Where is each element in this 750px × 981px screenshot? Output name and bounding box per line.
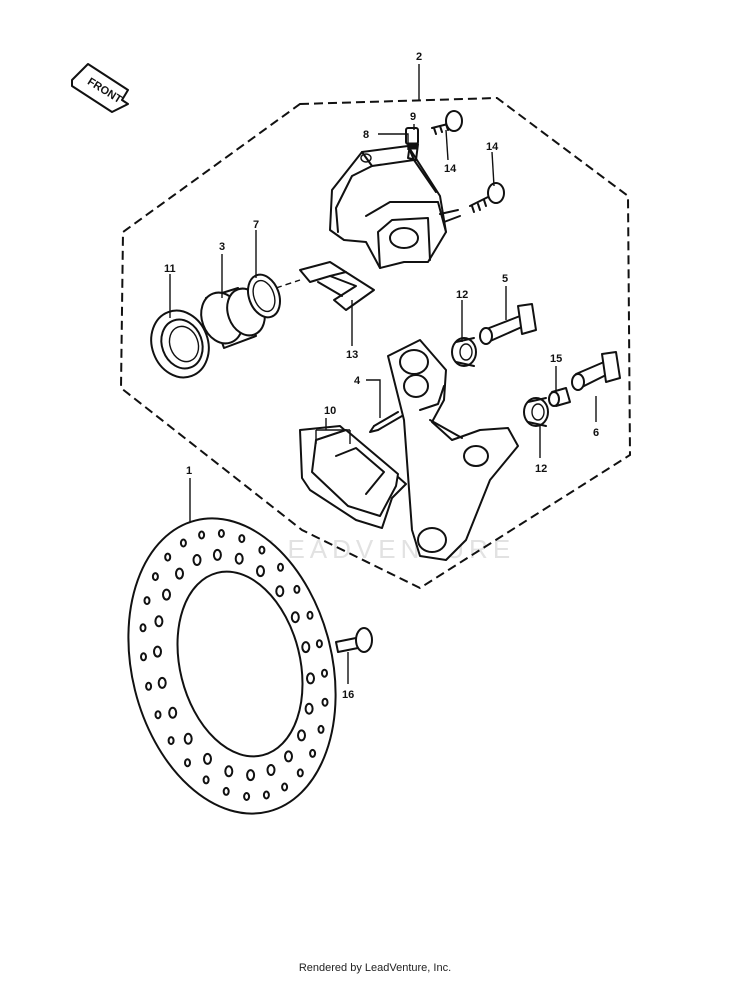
pin-boot-upper xyxy=(451,337,477,367)
disc-hole xyxy=(281,782,289,792)
disc-hole xyxy=(315,639,323,649)
caliper-assembly-outline xyxy=(119,96,632,590)
disc-hole xyxy=(151,572,159,582)
disc-hole xyxy=(304,702,314,715)
slide-pin-lower xyxy=(571,351,621,391)
disc-hole xyxy=(154,615,164,628)
disc-hole xyxy=(243,792,251,801)
disc-hole xyxy=(157,676,167,689)
caliper-bolt-lower xyxy=(469,182,505,213)
callout-10: 10 xyxy=(324,405,336,417)
disc-hole xyxy=(256,565,265,578)
caliper-bracket xyxy=(387,339,519,561)
callout-13: 13 xyxy=(346,349,358,361)
disc-hole xyxy=(297,729,306,742)
disc-hole xyxy=(162,588,171,601)
disc-hole xyxy=(321,668,328,678)
front-arrow-icon: FRONT xyxy=(71,63,129,113)
callout-14-lower: 14 xyxy=(486,141,499,153)
disc-hole xyxy=(293,584,301,594)
disc-hole xyxy=(301,641,311,654)
callout-1: 1 xyxy=(186,465,192,477)
callout-9: 9 xyxy=(410,111,416,123)
disc-hole xyxy=(167,736,175,746)
disc-hole xyxy=(212,548,222,561)
disc-hole xyxy=(198,530,206,540)
callout-4: 4 xyxy=(354,375,361,387)
caliper-body xyxy=(329,145,461,269)
disc-hole xyxy=(258,545,266,555)
disc-hole xyxy=(153,645,162,658)
caliper-bolt-upper xyxy=(431,110,463,135)
disc-hole xyxy=(238,534,246,544)
slide-pin-upper xyxy=(479,303,537,345)
disc-hole xyxy=(140,652,147,662)
pad-pin xyxy=(369,411,403,433)
disc-hole xyxy=(275,585,285,598)
disc-hole xyxy=(296,768,304,778)
disc-hole xyxy=(277,562,284,572)
callout-11: 11 xyxy=(164,263,176,275)
callout-15: 15 xyxy=(550,353,562,365)
disc-hole xyxy=(179,538,187,548)
disc-hole xyxy=(317,724,325,734)
callout-14-upper: 14 xyxy=(444,163,457,175)
disc-bolt xyxy=(335,627,373,653)
callout-12-upper: 12 xyxy=(456,289,468,301)
disc-hole xyxy=(145,681,153,691)
callout-5: 5 xyxy=(502,273,508,285)
callout-6: 6 xyxy=(593,427,599,439)
pin-boot-lower xyxy=(523,397,549,427)
disc-hole xyxy=(266,764,276,776)
disc-hole xyxy=(222,786,230,796)
piston-seal xyxy=(247,273,281,319)
callout-7: 7 xyxy=(253,219,259,231)
disc-hole xyxy=(175,567,184,580)
disc-hole xyxy=(184,758,191,768)
disc-hole xyxy=(192,554,202,566)
disc-hole xyxy=(154,710,162,720)
footer-credit: Rendered by LeadVenture, Inc. xyxy=(298,962,452,974)
disc-hole xyxy=(321,697,329,707)
disc-hole xyxy=(217,529,225,538)
disc-hole xyxy=(202,775,210,785)
disc-hole xyxy=(234,552,244,565)
anti-rattle-spring xyxy=(299,261,375,311)
callout-12-lower: 12 xyxy=(535,463,547,475)
sleeve xyxy=(548,387,571,407)
disc-hole xyxy=(246,769,256,782)
disc-hole xyxy=(224,765,234,778)
disc-hole xyxy=(203,752,212,765)
disc-hole xyxy=(139,623,147,633)
dust-seal xyxy=(150,309,210,379)
disc-hole xyxy=(309,748,317,758)
callout-8: 8 xyxy=(363,129,369,141)
callout-2: 2 xyxy=(416,51,422,63)
callout-3: 3 xyxy=(219,241,225,253)
brake-pads xyxy=(299,425,407,529)
disc-hole xyxy=(164,552,172,562)
disc-hole xyxy=(168,706,178,719)
brake-disc xyxy=(127,517,337,815)
leader-lines xyxy=(169,64,597,684)
disc-hole xyxy=(306,672,315,685)
disc-hole xyxy=(284,750,293,763)
watermark: LEADVENTURE xyxy=(268,534,515,564)
disc-hole xyxy=(183,732,193,745)
disc-hole xyxy=(306,610,314,620)
disc-hole xyxy=(290,611,300,624)
callout-16: 16 xyxy=(342,689,354,701)
disc-hole xyxy=(143,596,151,606)
bleeder-valve xyxy=(405,127,419,161)
disc-hole xyxy=(262,790,270,800)
